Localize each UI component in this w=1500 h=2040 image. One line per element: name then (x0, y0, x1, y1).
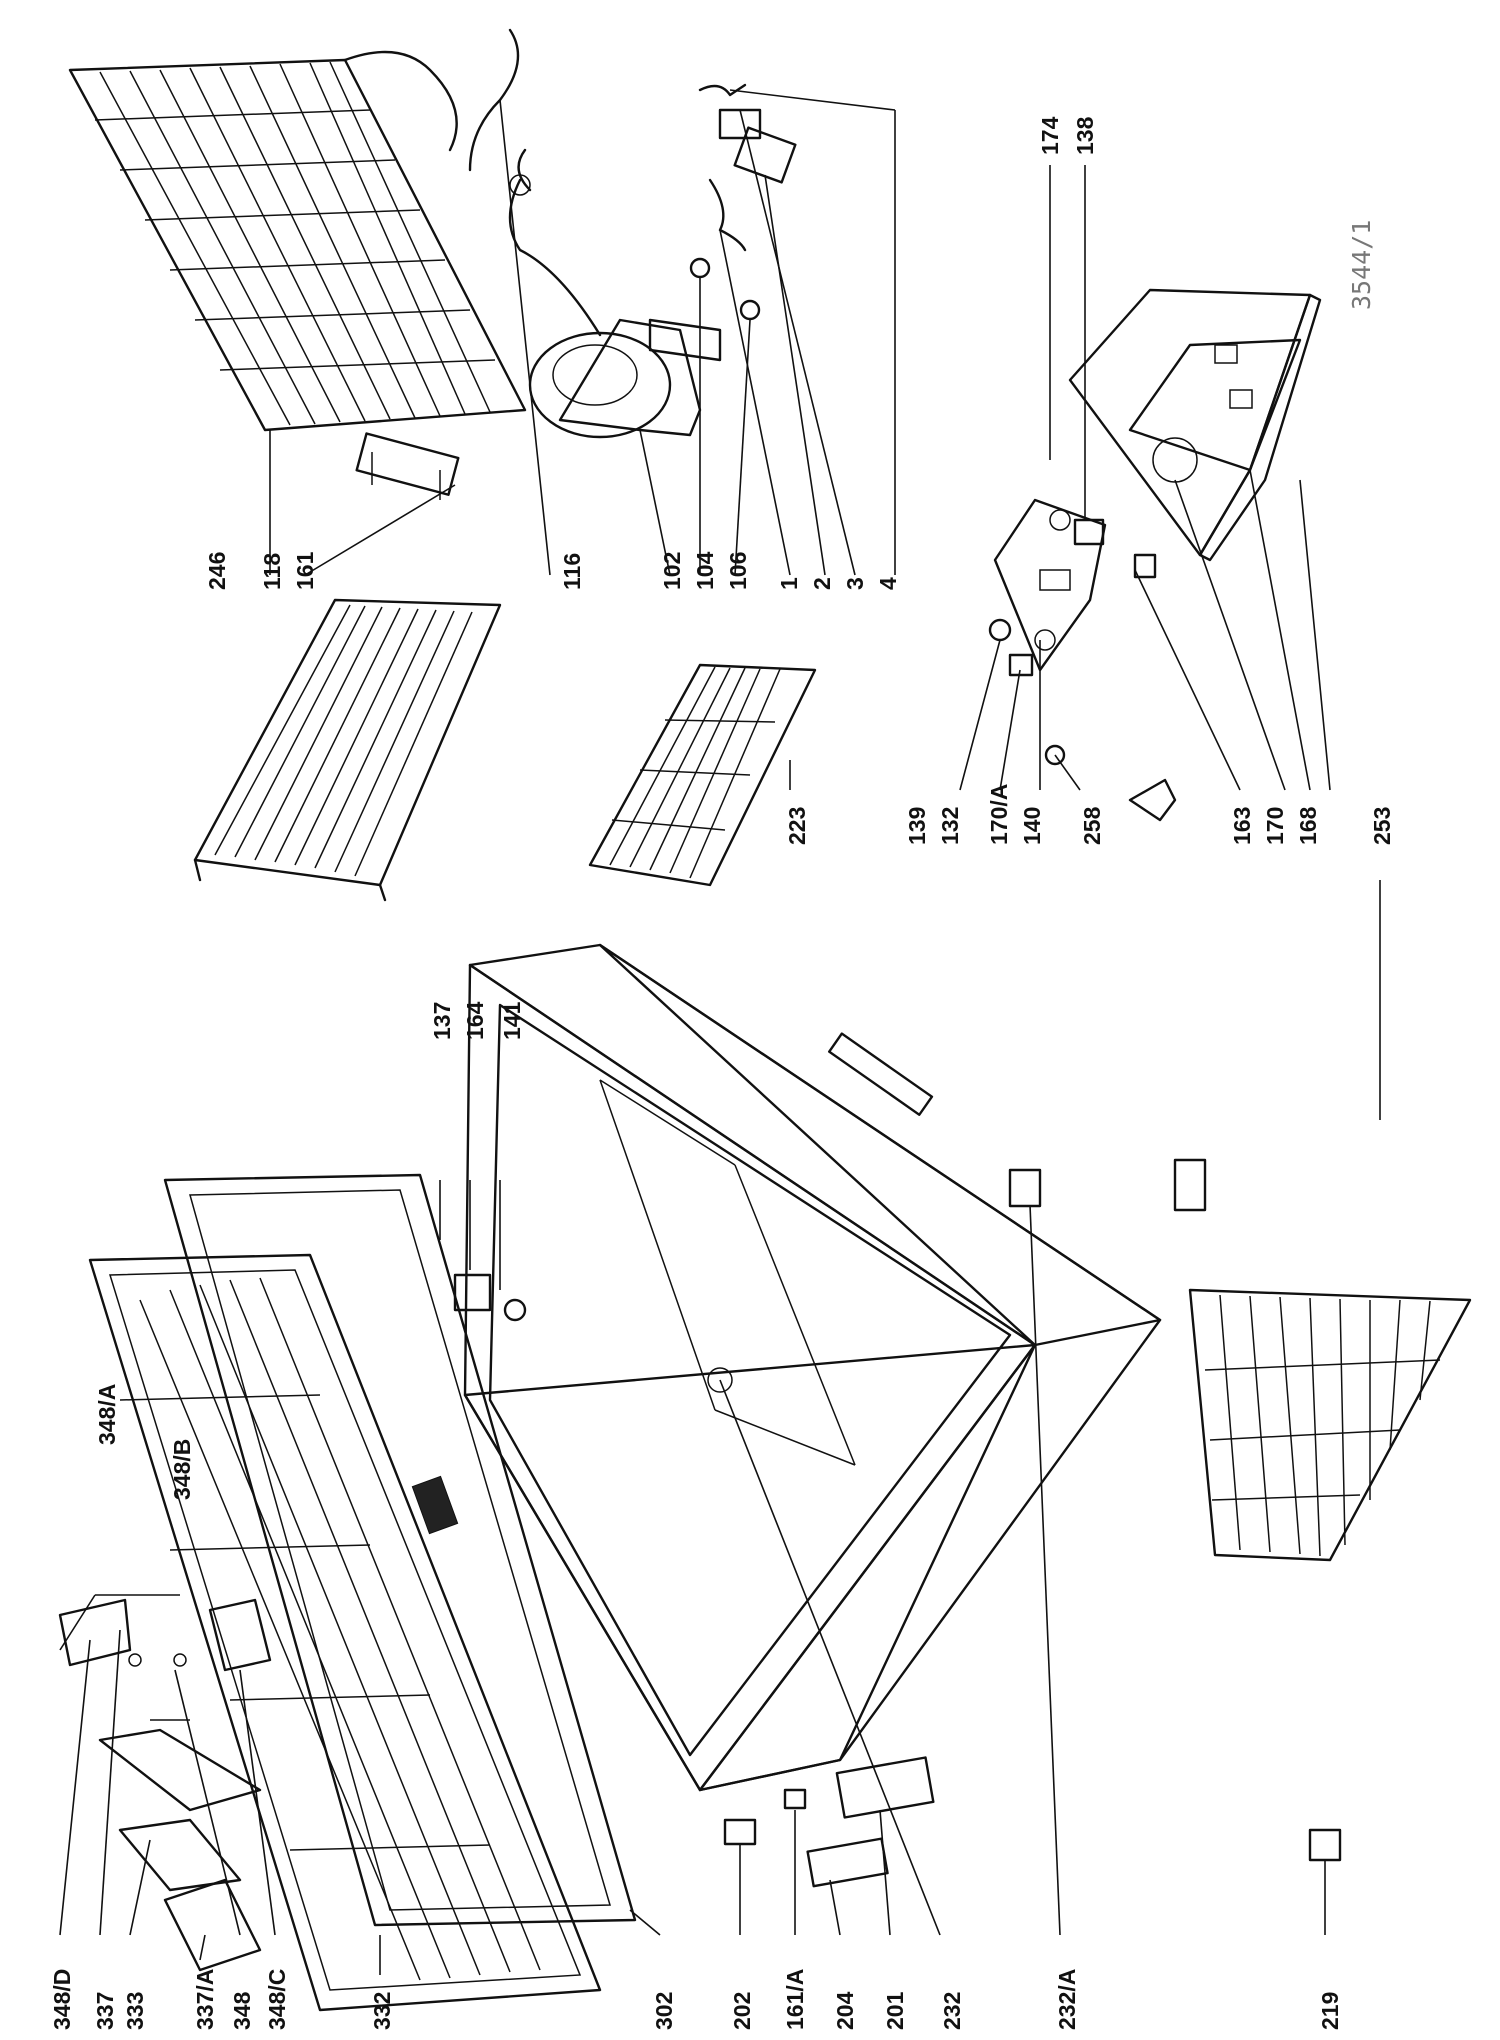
label-161a: 161/A (782, 1969, 808, 2030)
lid-door (88, 1253, 602, 2012)
small-hinge-parts (723, 1756, 935, 1888)
label-170: 170 (1262, 807, 1288, 845)
label-102: 102 (659, 552, 685, 590)
label-302: 302 (651, 1992, 677, 2030)
inner-lid (163, 1173, 637, 1927)
label-348: 348 (229, 1991, 255, 2030)
bracket-161 (355, 432, 460, 500)
label-232: 232 (939, 1992, 965, 2030)
label-4: 4 (875, 577, 901, 590)
label-141: 141 (499, 1001, 525, 1040)
condenser-coil (68, 28, 527, 432)
label-163: 163 (1229, 807, 1255, 845)
label-202: 202 (729, 1992, 755, 2030)
label-139: 139 (904, 807, 930, 845)
label-1: 1 (776, 577, 802, 590)
label-137: 137 (429, 1002, 455, 1040)
label-223: 223 (784, 807, 810, 845)
label-140: 140 (1019, 807, 1045, 845)
label-253: 253 (1369, 807, 1395, 845)
label-118: 118 (259, 553, 285, 590)
label-332: 332 (369, 1992, 395, 2030)
label-246: 246 (204, 552, 230, 590)
label-348c: 348/C (264, 1969, 290, 2030)
drawing-reference: 3544/1 (1347, 220, 1376, 310)
label-3: 3 (842, 577, 868, 590)
freezer-cabinet (463, 943, 1207, 1792)
label-161: 161 (292, 551, 318, 590)
label-201: 201 (882, 1991, 908, 2030)
compressor (508, 148, 722, 439)
label-258: 258 (1079, 806, 1105, 845)
label-204: 204 (832, 1991, 858, 2030)
label-348b: 348/B (169, 1439, 195, 1500)
hinge-258-part (1128, 778, 1177, 822)
label-232a: 232/A (1054, 1969, 1080, 2030)
label-106: 106 (725, 552, 751, 590)
leaders-upper-right (269, 89, 1086, 576)
part-labels: 246 118 161 116 102 104 106 1 2 3 4 174 … (49, 116, 1395, 2030)
label-348a: 348/A (94, 1384, 120, 1445)
label-219: 219 (1317, 1992, 1343, 2030)
label-333: 333 (122, 1992, 148, 2030)
label-164: 164 (462, 1001, 488, 1040)
label-170a: 170/A (986, 784, 1012, 845)
label-168: 168 (1295, 806, 1321, 845)
label-104: 104 (692, 551, 718, 590)
label-174: 174 (1037, 116, 1063, 155)
wire-basket (1188, 1288, 1472, 1862)
control-panel (1068, 288, 1322, 562)
label-337: 337 (92, 1992, 118, 2030)
grille-223 (588, 663, 817, 887)
label-116: 116 (559, 553, 585, 590)
label-138: 138 (1072, 116, 1098, 155)
lid-frame-246 (193, 598, 502, 902)
label-2: 2 (809, 577, 835, 590)
leaders-lower (59, 1180, 1326, 1975)
label-132: 132 (937, 807, 963, 845)
thermostat-bracket (988, 498, 1157, 766)
leaders-panel (959, 469, 1381, 1120)
label-337a: 337/A (192, 1969, 218, 2030)
label-348d: 348/D (49, 1969, 75, 2030)
hinge-assembly (58, 1598, 272, 1972)
